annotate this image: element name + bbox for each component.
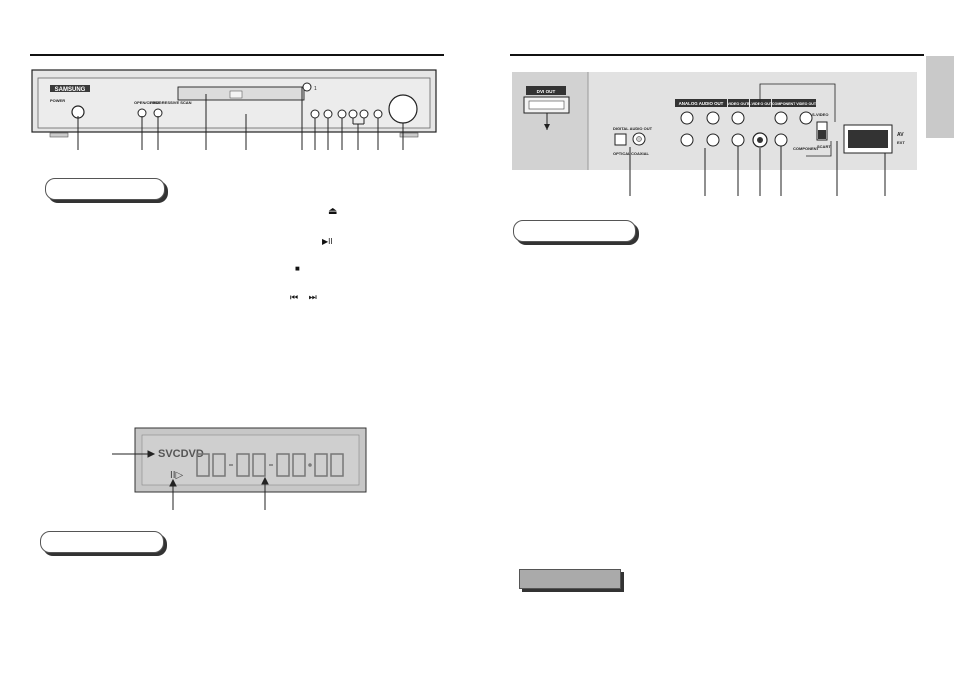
svg-text:ANALOG AUDIO OUT: ANALOG AUDIO OUT: [679, 101, 724, 106]
play-pause-button: [323, 109, 333, 119]
front-controls-header: [45, 178, 165, 200]
brand-logo: [50, 85, 90, 92]
video-out-jack-2: [731, 133, 745, 147]
svg-text:EXT: EXT: [897, 140, 905, 145]
progressive-scan-button: [153, 108, 163, 118]
language-tab: [926, 56, 954, 138]
menu-button: [373, 109, 383, 119]
analog-audio-jack: [680, 133, 694, 147]
skip-icons: ⏮ ⏭: [290, 292, 321, 302]
svg-text:DVI OUT: DVI OUT: [537, 89, 556, 94]
svg-text:S-VIDEO: S-VIDEO: [812, 112, 828, 117]
svg-text:II▷: II▷: [170, 470, 184, 481]
rear-panel-header: [513, 220, 636, 242]
svg-text:1: 1: [314, 86, 317, 92]
svg-text:VIDEO OUT: VIDEO OUT: [728, 102, 750, 106]
svg-text:PROGRESSIVE SCAN: PROGRESSIVE SCAN: [150, 100, 192, 105]
note-label: [519, 569, 621, 589]
stop-button: [337, 109, 347, 119]
component-pr-jack: [774, 111, 788, 125]
svg-text:SVCDVD: SVCDVD: [158, 448, 204, 460]
svg-text:SAMSUNG: SAMSUNG: [55, 87, 86, 93]
svg-text:COAXIAL: COAXIAL: [631, 151, 650, 156]
right-page-rule: [510, 54, 924, 56]
remote-sensor: [302, 82, 312, 92]
svg-text:OPEN/CLOSE: OPEN/CLOSE: [134, 100, 161, 105]
seven-segment-digits: [196, 453, 344, 477]
stop-icon: ■: [295, 264, 300, 273]
svg-text:AV: AV: [897, 132, 904, 138]
analog-audio-jack: [706, 111, 720, 125]
play-pause-icon: ▶II: [322, 237, 333, 246]
front-panel-illustration: SAMSUNG POWER OPEN/CLOSE PROGRESSIVE SCA…: [31, 69, 437, 150]
component-pb-jack: [774, 133, 788, 147]
front-display-header: [40, 531, 164, 553]
svg-text:POWER: POWER: [50, 98, 65, 103]
eject-button: [310, 109, 320, 119]
svg-text:DIGITAL AUDIO OUT: DIGITAL AUDIO OUT: [613, 126, 653, 131]
skip-forward-button: [359, 109, 369, 119]
svg-text:OPTICAL: OPTICAL: [613, 151, 631, 156]
svg-text:SCART: SCART: [817, 144, 831, 149]
optical-port: [614, 133, 627, 146]
open-close-button: [137, 108, 147, 118]
component-y-jack: [799, 111, 813, 125]
analog-audio-jack: [706, 133, 720, 147]
eject-icon: ⏏: [328, 206, 338, 217]
analog-audio-jack: [680, 111, 694, 125]
svg-text:COMPONENT VIDEO OUT: COMPONENT VIDEO OUT: [772, 102, 817, 106]
left-page-rule: [30, 54, 444, 56]
jog-dial: [388, 94, 418, 124]
rear-panel-illustration: DVI OUT DIGITAL AUDIO OUT OPTICAL COAXIA…: [512, 72, 917, 196]
svg-text:COMPONENT: COMPONENT: [793, 146, 820, 151]
video-out-jack: [731, 111, 745, 125]
skip-back-button: [348, 109, 358, 119]
front-display-illustration: SVCDVD II▷: [112, 427, 367, 510]
